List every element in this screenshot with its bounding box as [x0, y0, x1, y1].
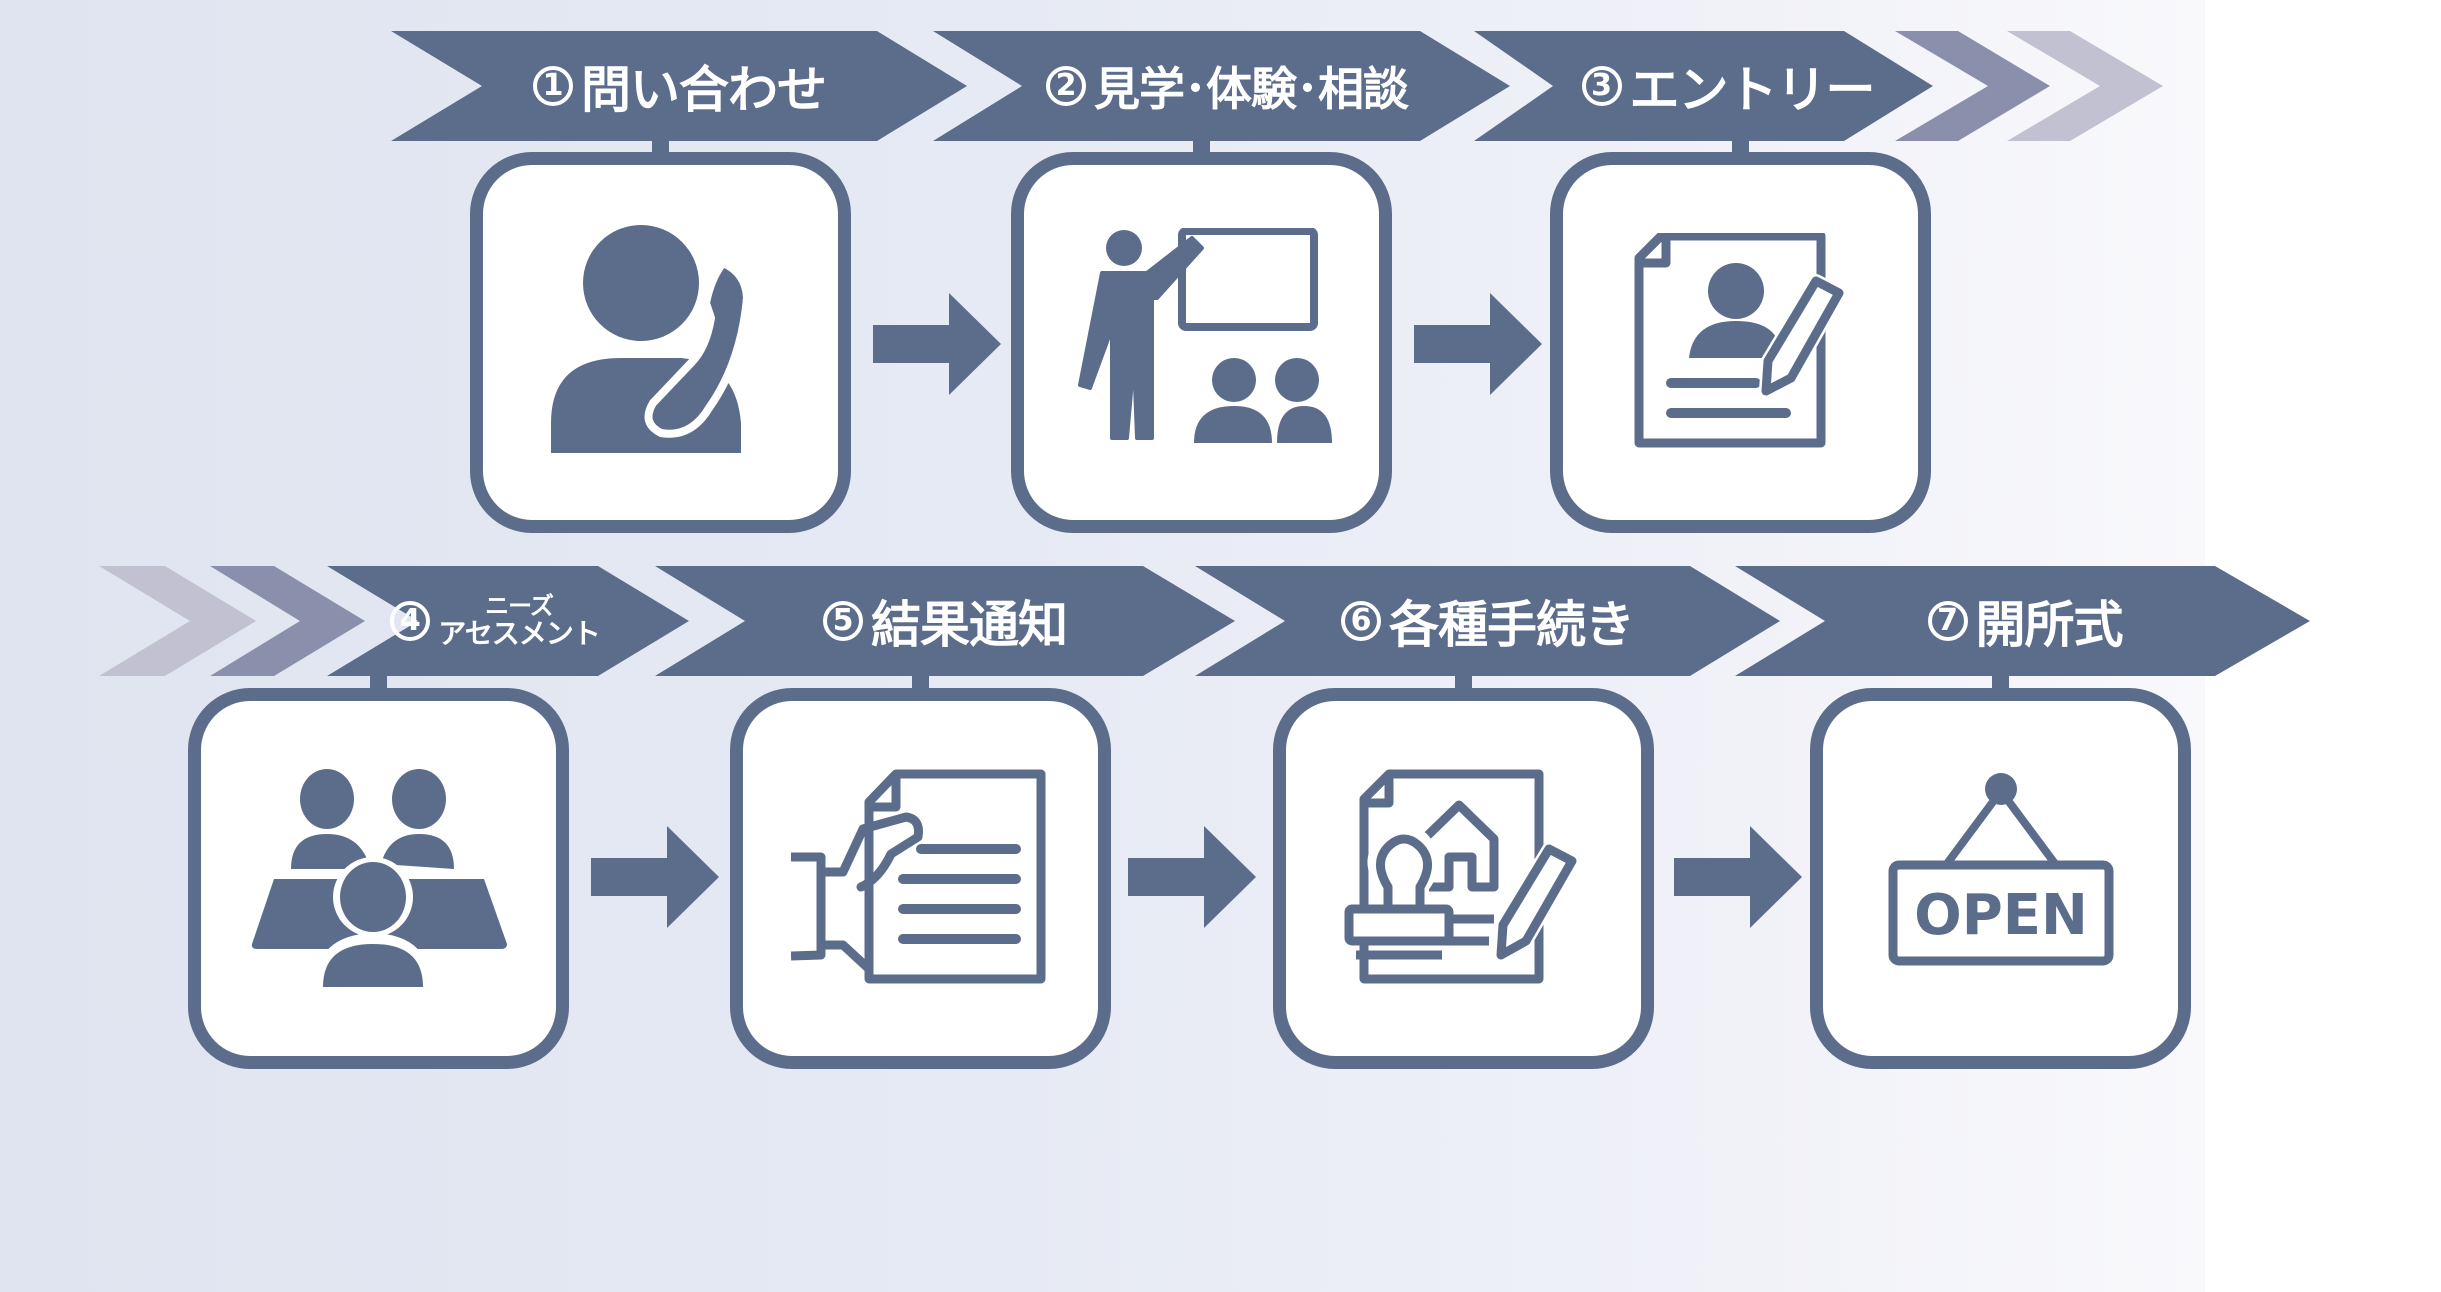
open-sign-text: OPEN	[1914, 883, 2088, 948]
arrow-2-to-3-icon	[1414, 293, 1542, 395]
banner-step-4	[327, 566, 689, 676]
step-title: 結果通知	[871, 596, 1068, 654]
chevron-medium-top	[1895, 31, 2050, 141]
connector-step-1	[652, 140, 669, 154]
chevron-medium-bottom	[210, 566, 365, 676]
arrow-1-to-2-icon	[873, 293, 1001, 395]
banner-step-2	[933, 31, 1510, 141]
step-number-badge: 7	[1927, 601, 1968, 641]
step-title: 開所式	[1975, 596, 2124, 654]
banner-step-3	[1474, 31, 1933, 141]
step-7-label: 7 開所式	[1825, 566, 2225, 676]
group-meeting-icon	[251, 768, 507, 989]
step-2-label: 2 見学･体験･相談	[1022, 31, 1432, 141]
connector-step-4	[370, 675, 387, 690]
step-card-1	[470, 152, 851, 533]
step-4-label: 4 ニーズ アセスメント	[355, 566, 635, 676]
hand-holding-document-icon	[790, 769, 1045, 983]
step-title: エントリー	[1629, 61, 1876, 119]
person-phone-icon	[550, 224, 751, 453]
step-title: 見学･体験･相談	[1094, 62, 1409, 116]
step-6-label: 6 各種手続き	[1285, 566, 1690, 676]
banner-step-5	[655, 566, 1235, 676]
step-1-label: 1 問い合わせ	[482, 31, 877, 141]
banner-step-7	[1735, 566, 2310, 676]
connector-step-5	[912, 675, 929, 690]
step-title: 問い合わせ	[581, 61, 827, 119]
step-number-badge: 1	[533, 66, 573, 106]
banner-step-6	[1195, 566, 1780, 676]
open-sign-icon: OPEN	[1888, 772, 2113, 965]
step-number-badge: 2	[1046, 66, 1086, 106]
chevron-light-bottom	[99, 566, 256, 676]
step-title: 各種手続き	[1389, 596, 1635, 654]
profile-document-pencil-icon	[1634, 232, 1846, 447]
step-number-badge: 6	[1341, 601, 1381, 641]
step-card-5	[730, 688, 1111, 1069]
arrow-4-to-5-icon	[591, 826, 719, 928]
step-number-badge: 3	[1581, 66, 1622, 106]
connector-step-6	[1455, 675, 1472, 690]
step-3-label: 3 エントリー	[1553, 31, 1903, 141]
step-number-badge: 5	[823, 601, 863, 641]
step-title-line-2: アセスメント	[438, 617, 600, 650]
step-card-6	[1273, 688, 1654, 1069]
step-number-badge: 4	[390, 601, 431, 641]
contract-stamp-house-icon	[1344, 769, 1579, 983]
teacher-presentation-icon	[1077, 227, 1332, 443]
banner-step-1	[391, 31, 967, 141]
connector-step-7	[1992, 675, 2009, 690]
connector-step-2	[1193, 140, 1210, 154]
step-title-line-1: ニーズ	[485, 592, 554, 620]
connector-step-3	[1732, 140, 1749, 154]
step-card-2	[1011, 152, 1392, 533]
step-card-4	[188, 688, 569, 1069]
arrow-5-to-6-icon	[1128, 826, 1256, 928]
step-5-label: 5 結果通知	[745, 566, 1145, 676]
arrow-6-to-7-icon	[1674, 826, 1802, 928]
step-card-3	[1550, 152, 1931, 533]
step-card-7: OPEN	[1810, 688, 2191, 1069]
chevron-light-top	[2007, 31, 2163, 141]
